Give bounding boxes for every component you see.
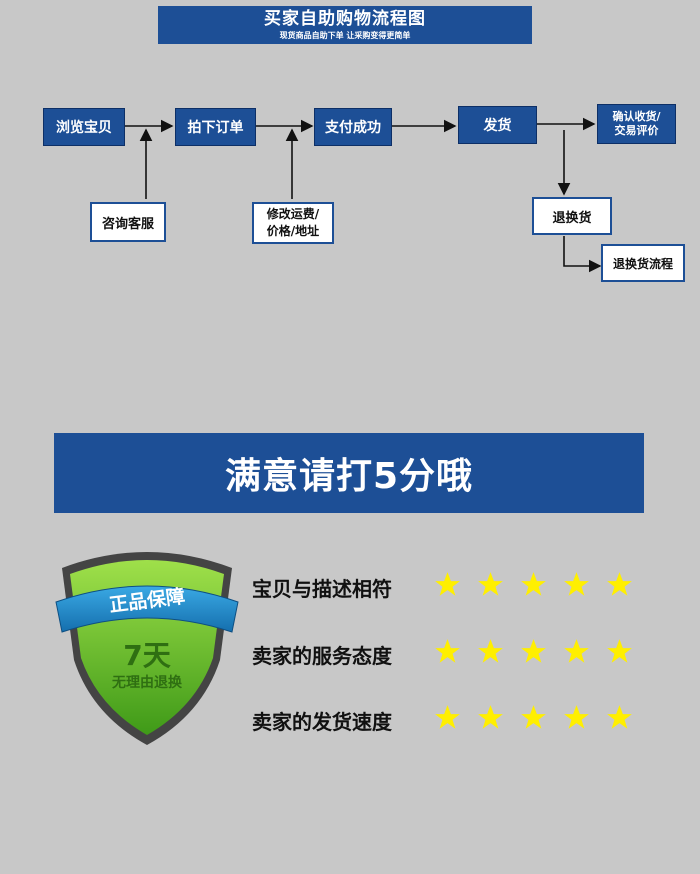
- badge-caption: 无理由退换: [112, 675, 182, 691]
- star-icon: [478, 639, 503, 663]
- page-subtitle: 现货商品自助下单 让采购变得更简单: [279, 31, 411, 40]
- arrow-return-to-flow: [563, 236, 602, 273]
- step-browse: 浏览宝贝: [43, 108, 125, 146]
- star-icon: [607, 705, 632, 729]
- rating-stars-shipping: [434, 704, 633, 731]
- genuine-guarantee-badge: 正品保障 7天 无理由退换: [52, 540, 242, 750]
- flow-connectors: [125, 117, 602, 273]
- star-icon: [478, 705, 503, 729]
- star-icon: [435, 572, 460, 596]
- star-icon: [435, 639, 460, 663]
- step-place-order: 拍下订单: [175, 108, 256, 146]
- header-bar: 买家自助购物流程图 现货商品自助下单 让采购变得更简单: [158, 6, 532, 44]
- rating-stars-description: [434, 571, 633, 598]
- star-icon: [564, 639, 589, 663]
- star-icon: [521, 705, 546, 729]
- star-icon: [435, 705, 460, 729]
- box-return-exchange: 退换货: [532, 197, 612, 235]
- star-icon: [607, 572, 632, 596]
- badge-days: 7天: [123, 639, 171, 672]
- box-return-flow: 退换货流程: [601, 244, 685, 282]
- modify-line-2: 价格/地址: [266, 224, 320, 238]
- step-payment-success: 支付成功: [314, 108, 392, 146]
- star-icon: [478, 572, 503, 596]
- shield-icon: [55, 552, 239, 745]
- star-icon: [564, 572, 589, 596]
- star-icon: [564, 705, 589, 729]
- star-icon: [607, 639, 632, 663]
- modify-line-1: 修改运费/: [266, 207, 320, 221]
- star-icon: [521, 639, 546, 663]
- rating-label-service: 卖家的服务态度: [252, 644, 392, 668]
- box-modify-fee: 修改运费/ 价格/地址: [252, 202, 334, 244]
- page-title: 买家自助购物流程图: [264, 9, 426, 29]
- rating-stars-service: [434, 638, 633, 665]
- box-consult-service: 咨询客服: [90, 202, 166, 242]
- star-icon: [521, 572, 546, 596]
- rating-label-description: 宝贝与描述相符: [252, 577, 392, 601]
- rating-banner: 满意请打5分哦: [54, 433, 644, 513]
- step-confirm-review: 确认收货/ 交易评价: [597, 104, 676, 144]
- step-ship: 发货: [458, 106, 537, 144]
- rating-label-shipping: 卖家的发货速度: [252, 710, 392, 734]
